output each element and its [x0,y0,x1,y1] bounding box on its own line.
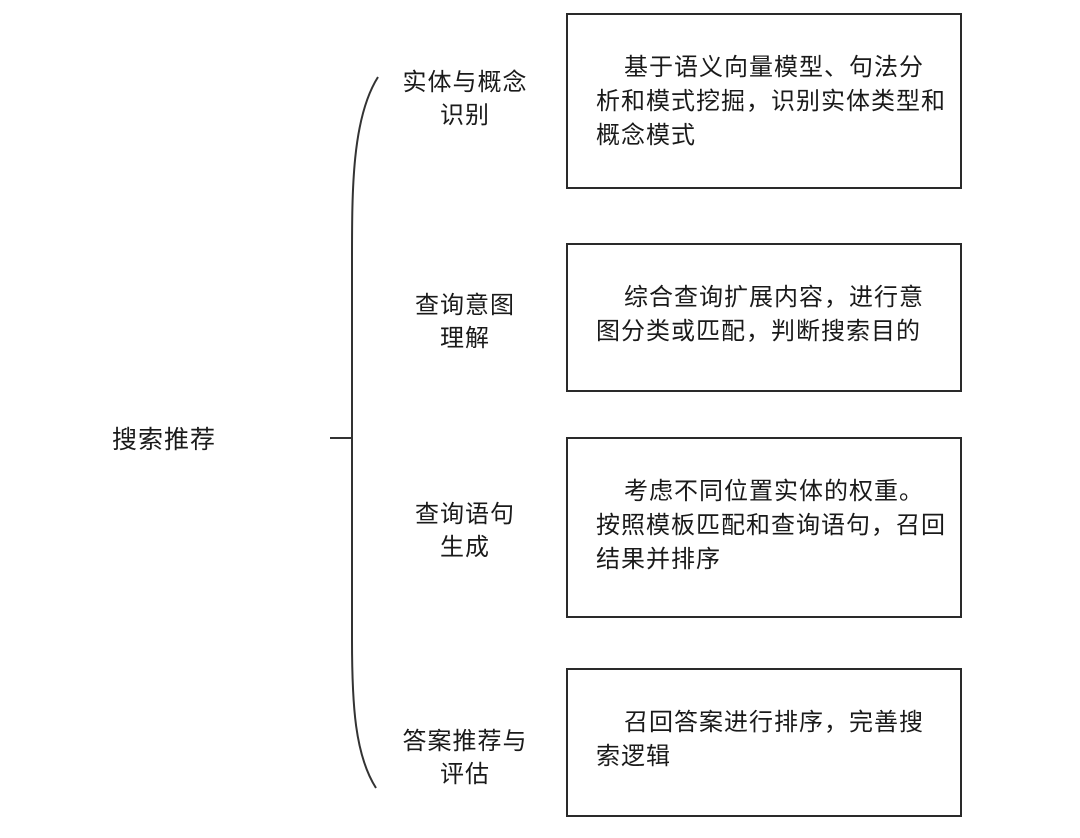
step-label-line: 答案推荐与 [402,727,528,755]
description-text: 考虑不同位置实体的权重。按照模板匹配和查询语句，召回结果并排序 [596,477,946,573]
description-box-entity-recognition: 基于语义向量模型、句法分析和模式挖掘，识别实体类型和概念模式 [566,13,962,189]
description-box-answer-evaluation: 召回答案进行排序，完善搜索逻辑 [566,668,962,817]
description-text: 综合查询扩展内容，进行意图分类或匹配，判断搜索目的 [596,283,924,345]
step-label-line: 生成 [440,533,490,561]
step-label-line: 查询意图 [415,291,515,319]
root-node-label: 搜索推荐 [112,425,217,454]
description-text: 召回答案进行排序，完善搜索逻辑 [596,708,924,770]
step-label-line: 理解 [440,324,490,352]
step-label-query-generation: 查询语句 生成 [386,498,544,564]
step-label-answer-evaluation: 答案推荐与 评估 [386,725,544,791]
description-box-query-generation: 考虑不同位置实体的权重。按照模板匹配和查询语句，召回结果并排序 [566,437,962,618]
brace-curve [351,76,379,789]
step-label-line: 实体与概念 [402,68,528,96]
step-label-line: 识别 [440,101,490,129]
description-box-query-intent: 综合查询扩展内容，进行意图分类或匹配，判断搜索目的 [566,243,962,392]
description-text: 基于语义向量模型、句法分析和模式挖掘，识别实体类型和概念模式 [596,53,946,149]
step-label-query-intent: 查询意图 理解 [386,289,544,355]
step-label-entity-recognition: 实体与概念 识别 [386,66,544,132]
step-label-line: 评估 [440,760,490,788]
step-label-line: 查询语句 [415,500,515,528]
